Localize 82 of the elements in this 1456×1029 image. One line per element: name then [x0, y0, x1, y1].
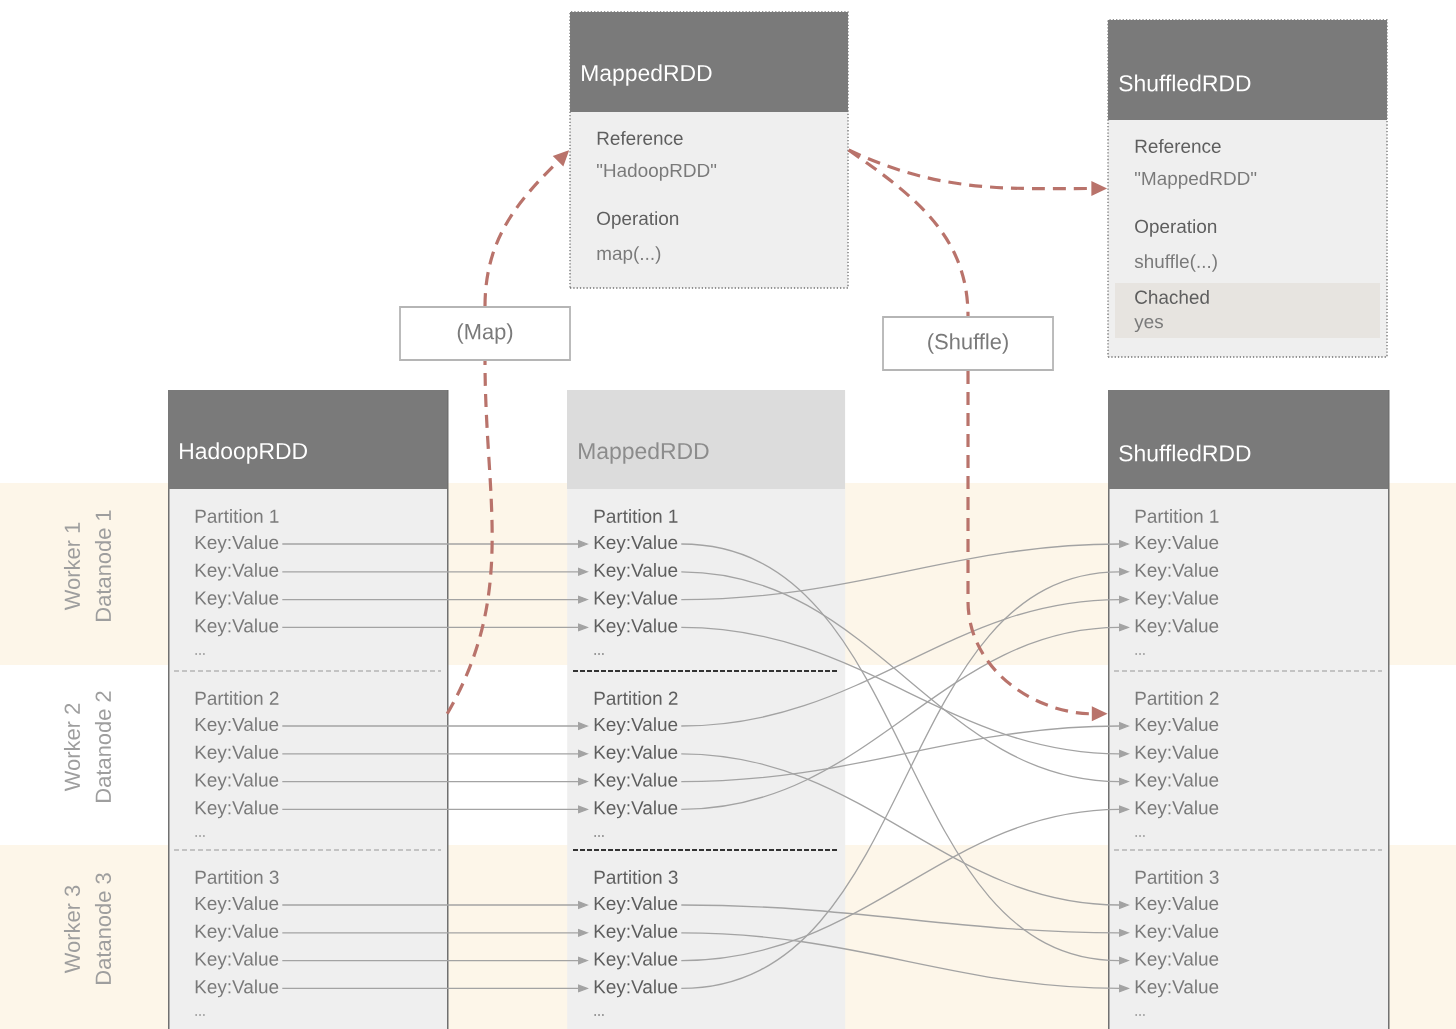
field-label: Reference	[1135, 139, 1221, 153]
key-value-entry: Key:Value	[195, 717, 279, 735]
ellipsis: ...	[1135, 1014, 1145, 1016]
partition-label: Partition 1	[594, 509, 678, 523]
key-value-entry: Key:Value	[1135, 951, 1219, 970]
key-value-entry: Key:Value	[195, 745, 279, 763]
band-label: Datanode 3	[94, 873, 112, 984]
band-label: Worker 1	[63, 522, 81, 611]
key-value-entry: Key:Value	[195, 896, 279, 914]
key-value-entry: Key:Value	[594, 896, 678, 914]
partition-label: Partition 2	[1135, 691, 1219, 705]
dashed-line	[445, 360, 494, 715]
field-value: "HadoopRDD"	[597, 163, 717, 181]
key-value-entry: Key:Value	[195, 924, 279, 942]
band-label: Datanode 2	[94, 691, 112, 802]
rdd-column	[168, 390, 449, 1029]
key-value-entry: Key:Value	[195, 563, 279, 581]
key-value-entry: Key:Value	[1135, 924, 1219, 942]
key-value-entry: Key:Value	[1135, 717, 1219, 735]
ellipsis: ...	[1135, 835, 1145, 837]
key-value-entry: Key:Value	[594, 535, 678, 553]
rdd-column	[567, 390, 846, 1029]
key-value-entry: Key:Value	[594, 590, 678, 609]
operation-box: (Shuffle)	[882, 316, 1054, 371]
key-value-entry: Key:Value	[594, 618, 678, 637]
field-label: Chached	[1135, 290, 1209, 304]
key-value-entry: Key:Value	[1135, 618, 1219, 637]
column-title: MappedRDD	[579, 442, 709, 464]
key-value-entry: Key:Value	[1135, 563, 1219, 581]
key-value-entry: Key:Value	[195, 535, 279, 553]
partition-label: Partition 3	[195, 870, 279, 884]
key-value-entry: Key:Value	[594, 772, 678, 791]
partition-label: Partition 3	[1135, 870, 1219, 884]
key-value-entry: Key:Value	[1135, 800, 1219, 819]
key-value-entry: Key:Value	[1135, 772, 1219, 791]
key-value-entry: Key:Value	[1135, 979, 1219, 998]
partition-label: Partition 1	[195, 509, 279, 523]
ellipsis: ...	[594, 835, 604, 837]
key-value-entry: Key:Value	[195, 800, 279, 819]
key-value-entry: Key:Value	[594, 924, 678, 942]
field-value: yes	[1134, 317, 1163, 333]
field-value: "MappedRDD"	[1135, 171, 1257, 189]
ellipsis: ...	[594, 1014, 604, 1016]
key-value-entry: Key:Value	[195, 590, 279, 609]
key-value-entry: Key:Value	[594, 717, 678, 735]
field-value: shuffle(...)	[1134, 254, 1217, 272]
key-value-entry: Key:Value	[1135, 745, 1219, 763]
key-value-entry: Key:Value	[195, 979, 279, 998]
card-title: ShuffledRDD	[1119, 74, 1251, 92]
column-title: ShuffledRDD	[1119, 444, 1251, 462]
info-card	[569, 11, 849, 289]
key-value-entry: Key:Value	[1135, 896, 1219, 914]
operation-box: (Map)	[399, 306, 571, 361]
ellipsis: ...	[195, 835, 205, 837]
column-title: HadoopRDD	[180, 442, 307, 464]
key-value-entry: Key:Value	[195, 772, 279, 791]
band-label: Worker 3	[63, 885, 81, 974]
key-value-entry: Key:Value	[594, 800, 678, 819]
ellipsis: ...	[1135, 653, 1145, 655]
field-label: Operation	[1135, 219, 1217, 237]
key-value-entry: Key:Value	[195, 618, 279, 637]
field-label: Reference	[597, 131, 683, 145]
card-title: MappedRDD	[582, 64, 712, 86]
partition-label: Partition 2	[594, 691, 678, 705]
field-label: Operation	[597, 211, 679, 229]
band-label: Worker 2	[63, 703, 81, 792]
ellipsis: ...	[195, 653, 205, 655]
key-value-entry: Key:Value	[1135, 535, 1219, 553]
key-value-entry: Key:Value	[195, 951, 279, 970]
key-value-entry: Key:Value	[594, 563, 678, 581]
field-value: map(...)	[597, 246, 661, 264]
partition-label: Partition 2	[195, 691, 279, 705]
ellipsis: ...	[594, 653, 604, 655]
key-value-entry: Key:Value	[594, 951, 678, 970]
band-label: Datanode 1	[94, 510, 112, 621]
partition-label: Partition 3	[594, 870, 678, 884]
partition-label: Partition 1	[1135, 509, 1219, 523]
rdd-column	[1108, 390, 1390, 1029]
key-value-entry: Key:Value	[1135, 590, 1219, 609]
ellipsis: ...	[195, 1014, 205, 1016]
key-value-entry: Key:Value	[594, 979, 678, 998]
key-value-entry: Key:Value	[594, 745, 678, 763]
